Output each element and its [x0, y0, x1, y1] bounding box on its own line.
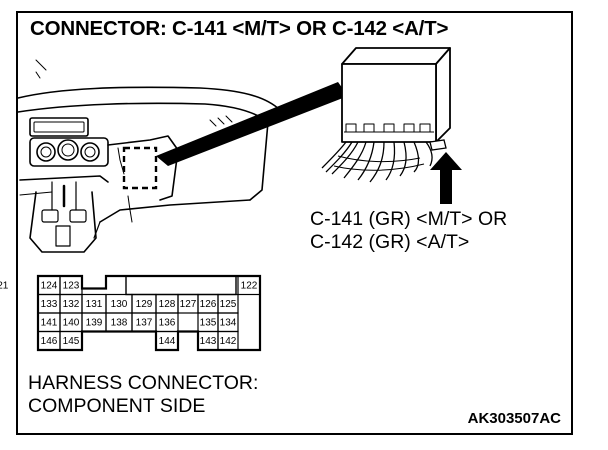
pin-label: 133 [41, 299, 58, 310]
footer-line-2: COMPONENT SIDE [28, 395, 206, 417]
pin-label: 128 [159, 299, 176, 310]
diagram-title: CONNECTOR: C-141 <M/T> OR C-142 <A/T> [30, 17, 449, 40]
pin-label: 145 [63, 336, 80, 347]
pin-label: 123 [63, 280, 80, 291]
pin-label: 129 [136, 299, 153, 310]
harness-connector-diagram: 1241231221211331321311301291281271261251… [0, 274, 262, 352]
pin-label: 127 [180, 299, 197, 310]
figure-code: AK303507AC [467, 410, 561, 427]
pin-label: 135 [200, 317, 217, 328]
leader-pointer [156, 82, 348, 166]
callout-line-2: C-142 (GR) <A/T> [310, 231, 470, 253]
pin-label: 142 [220, 336, 237, 347]
pin-cell [155, 330, 179, 351]
pin-label: 144 [159, 336, 176, 347]
pin-label: 140 [63, 317, 80, 328]
pin-label: 124 [41, 280, 58, 291]
footer-line-1: HARNESS CONNECTOR: [28, 372, 259, 394]
control-unit-illustration [341, 47, 451, 143]
pin-label: 130 [111, 299, 128, 310]
pin-label: 122 [241, 280, 258, 291]
pin-label: 121 [0, 280, 9, 291]
diagram-frame: CONNECTOR: C-141 <M/T> OR C-142 <A/T> [16, 11, 573, 435]
pin-label: 138 [111, 317, 128, 328]
pin-label: 125 [220, 299, 237, 310]
pin-cell [59, 330, 83, 351]
pin-label: 136 [159, 317, 176, 328]
pin-cell [237, 275, 261, 296]
callout-arrow [430, 152, 462, 204]
location-marker [122, 146, 158, 190]
pin-label: 143 [200, 336, 217, 347]
pin-label: 131 [86, 299, 103, 310]
pin-label: 141 [41, 317, 58, 328]
pin-cell [217, 330, 239, 351]
pin-label: 139 [86, 317, 103, 328]
dashboard-illustration [17, 59, 281, 253]
pin-label: 137 [136, 317, 153, 328]
pin-label: 132 [63, 299, 80, 310]
pin-label: 134 [220, 317, 237, 328]
pin-label: 126 [200, 299, 217, 310]
callout-line-1: C-141 (GR) <M/T> OR [310, 208, 508, 230]
pin-label: 146 [41, 336, 58, 347]
wire-harness [321, 139, 447, 183]
connector-key [125, 275, 237, 296]
